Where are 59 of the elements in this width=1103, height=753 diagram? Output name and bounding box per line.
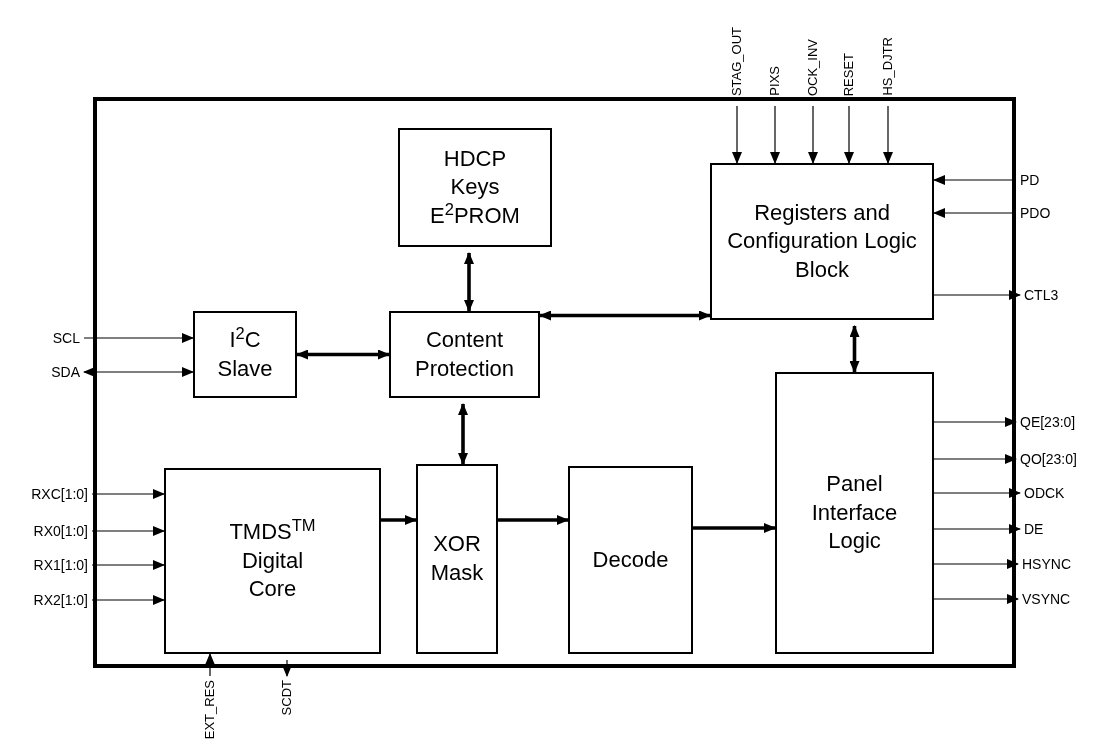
arrow [933, 417, 1017, 427]
arrow [458, 403, 468, 465]
arrow [933, 454, 1017, 464]
arrow [883, 105, 893, 164]
core-block: TMDS$^{TM}$ Digital Core [164, 468, 381, 654]
arrow [91, 595, 165, 605]
arrow [933, 524, 1021, 534]
pin-label: STAG_OUT [729, 26, 745, 96]
arrow [83, 367, 194, 377]
protection-block: Content Protection [389, 311, 540, 398]
arrow [849, 325, 860, 373]
pin-label: RESET [841, 52, 857, 96]
arrow [91, 526, 165, 536]
arrow [91, 489, 165, 499]
memory-block: HDCP Keys E$^{2}$PROM [398, 128, 552, 247]
pin-label: RX0[1:0] [4, 522, 88, 540]
pin-label: PDO [1020, 204, 1060, 222]
arrow [91, 560, 165, 570]
arrow [808, 105, 818, 164]
pin-label: SDA [8, 363, 80, 381]
pin-label: CTL3 [1024, 286, 1084, 304]
arrow [933, 559, 1019, 569]
chip-outline [93, 97, 1016, 668]
pin-label: RX1[1:0] [4, 556, 88, 574]
arrow [83, 333, 194, 343]
arrow [933, 290, 1021, 300]
arrow [381, 515, 417, 525]
pin-label: EXT_RES [202, 680, 218, 740]
arrow [770, 105, 780, 164]
pin-label: SCL [8, 329, 80, 347]
pin-label: VSYNC [1022, 590, 1092, 608]
logic-block: Panel Interface Logic [775, 372, 934, 654]
pin-label: PIXS [767, 66, 783, 96]
arrow [282, 659, 292, 677]
pin-label: QO[23:0] [1020, 450, 1100, 468]
arrow [464, 252, 474, 312]
arrow [693, 523, 776, 533]
pin-label: HS_DJTR [880, 37, 896, 96]
arrow [933, 594, 1019, 604]
pin-label: SCDT [279, 680, 295, 716]
arrow [844, 105, 854, 164]
decode-block: Decode [568, 466, 693, 654]
pin-label: HSYNC [1022, 555, 1092, 573]
arrow [205, 653, 215, 677]
mask-block: XOR Mask [416, 464, 498, 654]
pin-label: DE [1024, 520, 1094, 538]
pin-label: RX2[1:0] [4, 591, 88, 609]
interface-block: I$^{2}$C Slave [193, 311, 297, 398]
pin-label: QE[23:0] [1020, 413, 1100, 431]
pin-label: ODCK [1024, 484, 1094, 502]
pin-label: RXC[1:0] [4, 485, 88, 503]
arrow [498, 515, 569, 525]
arrow [933, 488, 1021, 498]
register-block: Registers and Configuration Logic Block [710, 163, 934, 320]
arrow [539, 310, 711, 321]
pin-label: PD [1020, 171, 1060, 189]
arrow [296, 349, 390, 360]
pin-label: OCK_INV [805, 38, 821, 96]
arrow [732, 105, 742, 164]
